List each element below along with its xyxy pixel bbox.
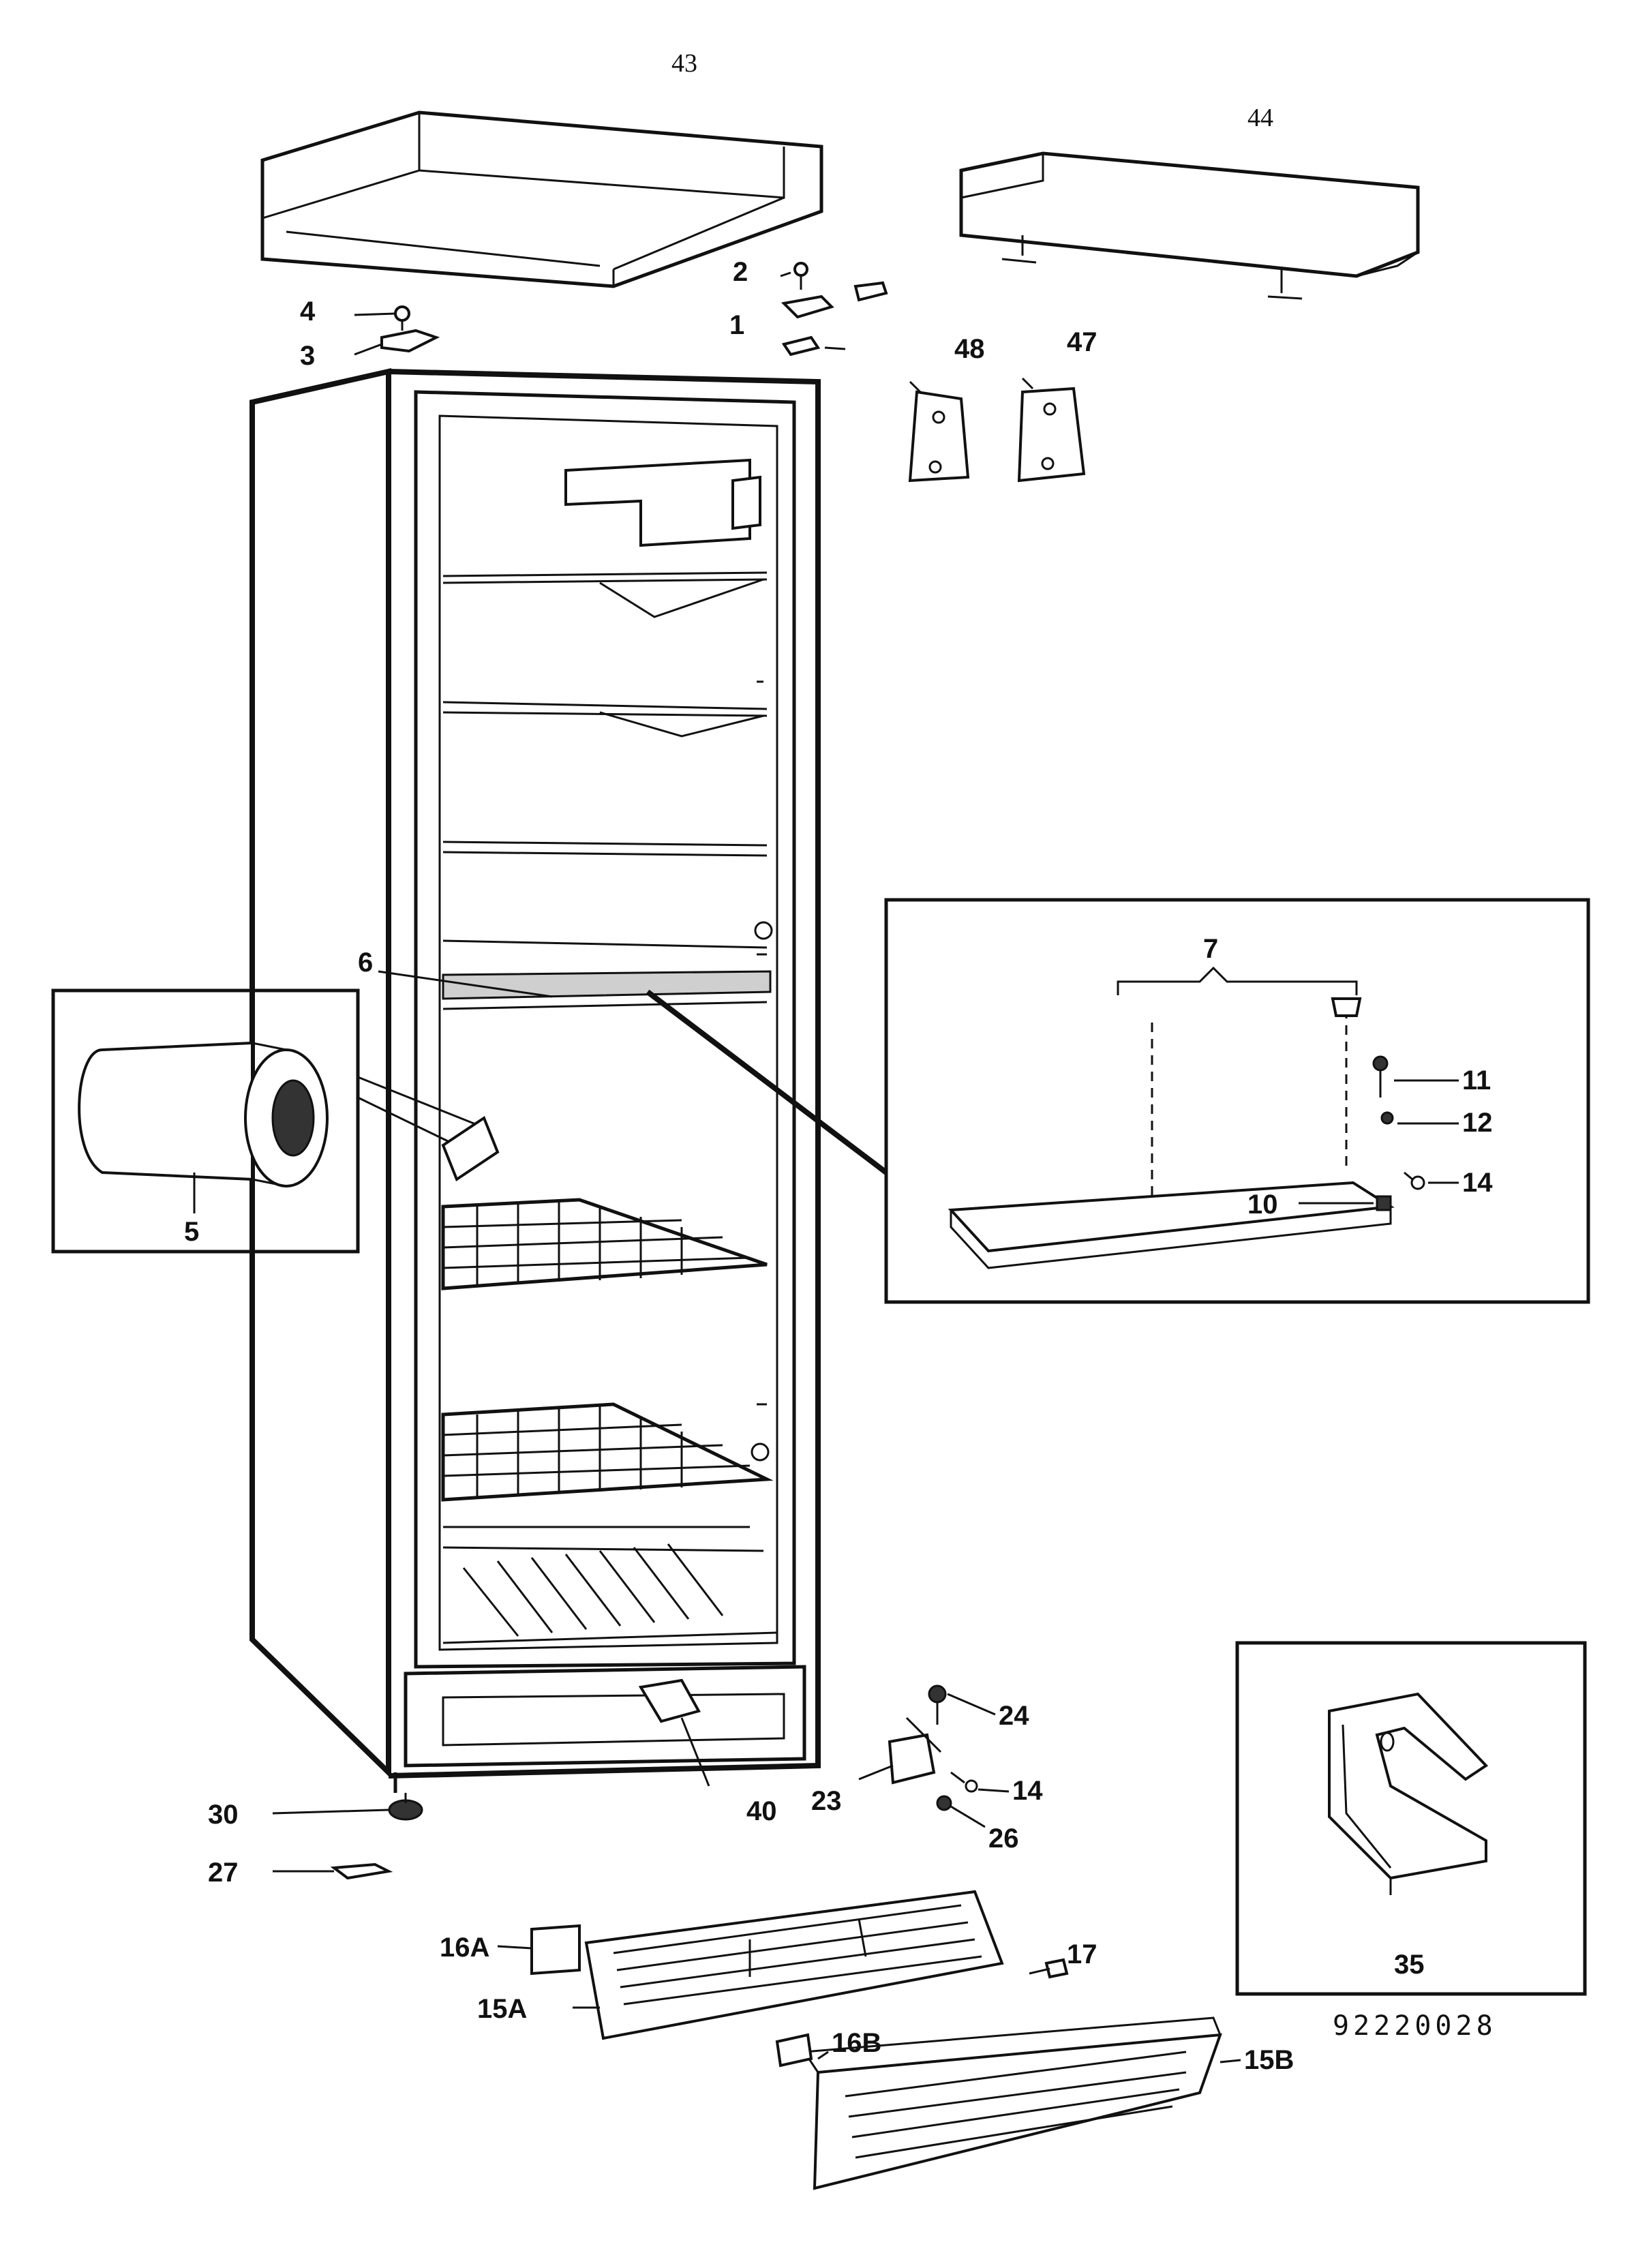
- inset-bracket: [1235, 1641, 1587, 1996]
- callout-35: 35: [1394, 1950, 1425, 1980]
- top-rail-part: [959, 151, 1420, 300]
- callout-17: 17: [1067, 1939, 1097, 1969]
- callout-4: 4: [300, 297, 316, 327]
- page-number: 43: [671, 49, 697, 78]
- kick-plate-upper: [530, 1890, 1069, 2040]
- leader-6: [378, 970, 553, 998]
- callout-5: 5: [184, 1217, 199, 1247]
- inset-fan-motor: [51, 988, 500, 1254]
- callout-2: 2: [733, 257, 748, 287]
- callout-10: 10: [1247, 1190, 1278, 1220]
- top-cover-part: [260, 110, 823, 288]
- callout-14: 14: [1012, 1776, 1043, 1806]
- callout-27: 27: [208, 1858, 239, 1888]
- callout-14-inset: 14: [1462, 1168, 1493, 1198]
- callout-47: 47: [1067, 327, 1097, 357]
- callout-15b: 15B: [1244, 2045, 1294, 2075]
- kick-plate-lower: [775, 2016, 1222, 2190]
- callout-1: 1: [729, 310, 744, 340]
- leader-shelf-to-inset: [646, 989, 888, 1175]
- hinge-brackets: [908, 377, 1086, 483]
- bottom-hinge-parts: [888, 1684, 978, 1811]
- callout-26: 26: [988, 1824, 1019, 1854]
- callout-23: 23: [811, 1786, 842, 1816]
- callout-7: 7: [1203, 934, 1218, 964]
- callout-16b: 16B: [832, 2028, 881, 2058]
- callout-48: 48: [954, 334, 985, 364]
- inset-shelf-rail: [884, 898, 1590, 1304]
- callout-16a: 16A: [440, 1933, 489, 1963]
- drawing-number: 92220028: [1333, 2010, 1497, 2042]
- page-number-secondary: 44: [1247, 104, 1273, 132]
- callout-30: 30: [208, 1800, 239, 1830]
- leader-lines: [193, 271, 1241, 2063]
- cabinet-body: [249, 368, 821, 1793]
- leveling-foot: [330, 1793, 423, 1880]
- callout-15a: 15A: [477, 1994, 527, 2024]
- callout-11: 11: [1462, 1065, 1491, 1095]
- callout-12: 12: [1462, 1108, 1493, 1138]
- callout-6: 6: [358, 948, 373, 978]
- hinge-small-parts: [380, 262, 888, 357]
- callout-40: 40: [746, 1796, 777, 1826]
- callout-3: 3: [300, 341, 315, 371]
- callout-24: 24: [999, 1701, 1029, 1731]
